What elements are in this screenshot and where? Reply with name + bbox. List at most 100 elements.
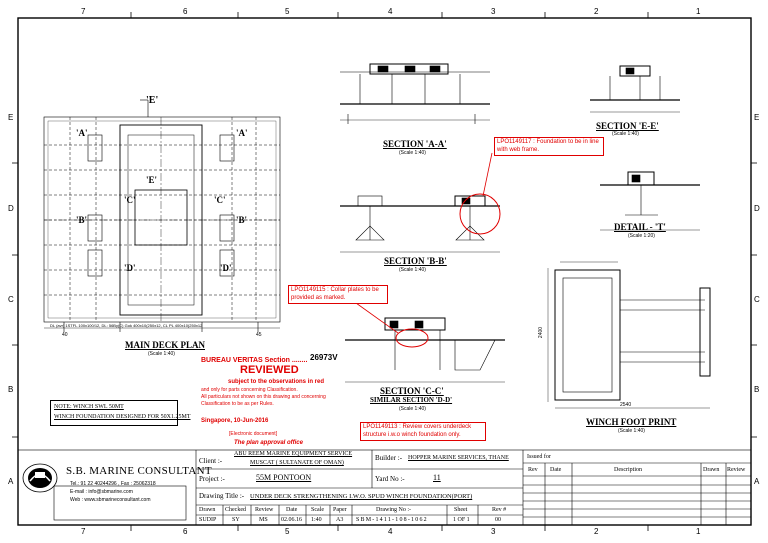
zone-label-3-bottom: 3 [491, 527, 496, 536]
detail-t-drawing [600, 171, 700, 231]
frame-40-label: 40 [62, 332, 68, 338]
zone-label-d: D [8, 204, 14, 213]
winch-note-line2: WINCH FOUNDATION DESIGNED FOR 50X1.25MT [54, 414, 191, 420]
marker-a-left: 'A' [76, 128, 88, 138]
company-name: S.B. MARINE CONSULTANT [66, 465, 212, 477]
zone-label-4: 4 [388, 7, 393, 16]
zone-label-7: 7 [81, 7, 86, 16]
header-scale: Scale [311, 507, 324, 513]
project-value: 55M PONTOON [256, 473, 312, 482]
winch-dim-2540: 2540 [620, 402, 632, 408]
bv-section-number: 26973V [310, 353, 338, 362]
company-web: Web : www.sbmarineconsultant.com [70, 497, 151, 503]
winch-foot-print-scale: (Scale 1:40) [618, 428, 645, 434]
zone-label-e-right: E [754, 113, 760, 122]
yard-label: Yard No :- [375, 475, 405, 483]
zone-label-1: 1 [696, 7, 701, 16]
rev-header-rev: Rev [528, 467, 538, 473]
bv-line2: All particulars not shown on this drawin… [201, 394, 326, 400]
zone-label-b-right: B [754, 385, 760, 394]
value-drawing-no: SBM-1411-108-1062 [356, 517, 428, 523]
bv-line3: Classification to be as per Rules. [201, 401, 274, 407]
section-cc-scale: (Scale 1:40) [399, 406, 426, 412]
comment-foundation[interactable]: LPO1149117 : Foundation to be in line wi… [494, 137, 604, 156]
builder-value: HOPPER MARINE SERVICES, THANE [408, 455, 509, 461]
zone-label-1-bottom: 1 [696, 527, 701, 536]
zone-label-d-right: D [754, 204, 760, 213]
zone-label-2-bottom: 2 [594, 527, 599, 536]
section-aa-title: SECTION 'A-A' [383, 139, 447, 149]
drawing-title-value: UNDER DECK STRENGTHENING I.W.O. SPUD WIN… [250, 493, 473, 500]
header-drawing-no: Drawing No :- [376, 507, 411, 513]
drawing-title-label: Drawing Title :- [199, 492, 245, 500]
section-bb-title: SECTION 'B-B' [384, 256, 447, 266]
section-cc-drawing [345, 302, 505, 383]
comment-collar-plates[interactable]: LPO1149115 : Collar plates to be provide… [288, 285, 388, 304]
section-aa-scale: (Scale 1:40) [399, 150, 426, 156]
zone-label-6: 6 [183, 7, 188, 16]
section-dd-title: SIMILAR SECTION 'D-D' [370, 396, 453, 404]
main-deck-plan-scale: (Scale 1:40) [148, 351, 175, 357]
winch-dim-2400: 2400 [538, 326, 545, 339]
zone-label-b: B [8, 385, 14, 394]
bv-approval-office: The plan approval office [234, 440, 303, 446]
section-bb-drawing [340, 152, 501, 253]
zone-label-c-right: C [754, 295, 760, 304]
frame-45-label: 45 [256, 332, 262, 338]
comment-review-scope[interactable]: LPO1149113 : Review covers underdeck str… [360, 422, 486, 441]
marker-c-right: 'C' [214, 195, 226, 205]
zone-label-5-bottom: 5 [285, 527, 290, 536]
detail-t-scale: (Scale 1:20) [628, 233, 655, 239]
header-date: Date [286, 507, 298, 513]
zone-label-5: 5 [285, 7, 290, 16]
header-review: Review [255, 507, 274, 513]
builder-label: Builder :- [375, 454, 403, 462]
main-deck-plan-title: MAIN DECK PLAN [125, 340, 205, 350]
zone-label-2: 2 [594, 7, 599, 16]
marker-b-left: 'B' [76, 215, 88, 225]
value-review: MS [259, 517, 268, 523]
value-paper: A3 [336, 517, 344, 523]
zone-ticks [12, 12, 757, 531]
zone-label-7-bottom: 7 [81, 527, 86, 536]
zone-label-a-right: A [754, 477, 760, 486]
marker-e-mid: 'E' [146, 175, 158, 185]
rev-header-drawn: Drawn [703, 467, 720, 473]
company-logo [22, 463, 58, 493]
bv-electronic: [Electronic document] [229, 431, 278, 437]
header-drawn: Drawn [199, 507, 216, 513]
marker-b-right: 'B' [236, 215, 248, 225]
company-email: E-mail : info@sbmarine.com [70, 489, 133, 495]
value-drawn: SUDIP [199, 517, 217, 523]
winch-note-line1: NOTE: WINCH SWL 50MT [54, 404, 124, 410]
section-aa-drawing [340, 63, 490, 124]
zone-label-6-bottom: 6 [183, 527, 188, 536]
company-tel: Tel.: 91 22 40244296 , Fax : 25062318 [70, 481, 156, 487]
rev-header-description: Description [614, 467, 642, 473]
winch-foot-print-title: WINCH FOOT PRINT [586, 417, 677, 427]
bv-reviewed: REVIEWED [240, 364, 299, 376]
section-ee-drawing [590, 65, 680, 113]
winch-note-box: NOTE: WINCH SWL 50MT WINCH FOUNDATION DE… [50, 400, 191, 426]
rev-header-review: Review [727, 467, 746, 473]
client-line2: MUSCAT ( SULTANATE OF OMAN) [250, 460, 344, 466]
marker-c-left: 'C' [124, 195, 136, 205]
marker-d-right: 'D' [220, 263, 232, 273]
header-paper: Paper [333, 507, 347, 513]
value-rev: 00 [495, 517, 501, 523]
header-checked: Checked [225, 507, 246, 513]
bv-place-date: Singapore, 10-Jun-2016 [201, 418, 269, 424]
main-deck-plan-drawing [43, 99, 281, 332]
client-line1: ABU REEM MARINE EQUIPMENT SERVICE [234, 451, 353, 457]
issued-for-label: Issued for [527, 454, 551, 460]
bv-subject: subject to the observations in red [228, 379, 325, 385]
marker-d-left: 'D' [124, 263, 136, 273]
bv-section-label: BUREAU VERITAS Section ........ [201, 357, 308, 364]
rev-header-date: Date [550, 467, 562, 473]
section-ee-title: SECTION 'E-E' [596, 121, 659, 131]
zone-label-4-bottom: 4 [388, 527, 393, 536]
yard-value: 11 [433, 473, 441, 482]
zone-label-e: E [8, 113, 14, 122]
marker-e-top: 'E' [146, 95, 159, 106]
